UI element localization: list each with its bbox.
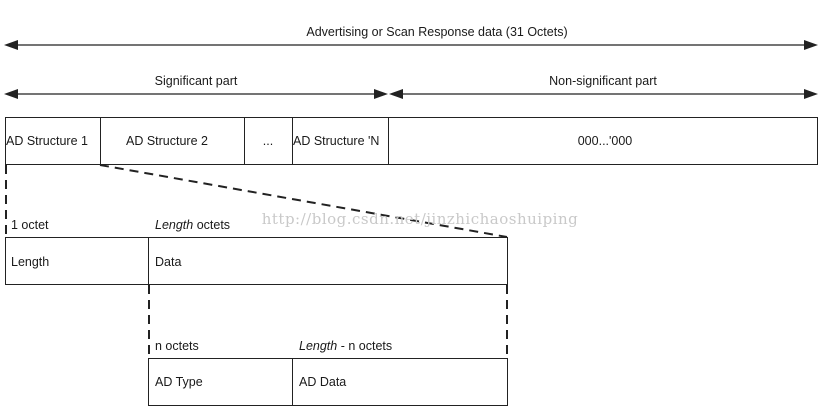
zoom-lines-data [148,285,508,358]
ad-data-label: AD Data [299,375,346,389]
type-octets-label: n octets [155,339,199,353]
ad-data-cell [292,358,508,406]
ad-data-row: AD Type AD Data [148,358,508,406]
ad-structure-1-label: AD Structure 1 [6,134,88,148]
ad-structure-row: Length Data [5,237,508,285]
total-length-label: Advertising or Scan Response data (31 Oc… [306,25,567,39]
arrow-left-icon [4,40,18,50]
arrow-right-icon [374,89,388,99]
ellipsis-label: ... [263,134,273,148]
ad-structure-2-label: AD Structure 2 [126,134,208,148]
length-octets-label: 1 octet [11,218,49,232]
arrow-left-icon [389,89,403,99]
total-length-arrow [4,40,818,50]
data-field-cell [148,237,508,285]
length-field-label: Length [11,255,49,269]
arrow-right-icon [804,40,818,50]
non-significant-part-arrow [389,89,818,99]
watermark-text: http://blog.csdn.net/jinzhichaoshuiping [262,210,579,228]
non-significant-part-label: Non-significant part [549,74,657,88]
arrow-left-icon [4,89,18,99]
padding-zeros-label: 000...'000 [578,134,633,148]
structures-row: AD Structure 1 AD Structure 2 ... AD Str… [5,117,818,165]
ad-type-label: AD Type [155,375,203,389]
ad-structure-n-label: AD Structure 'N [293,134,379,148]
non-significant-cell [388,117,818,165]
ad-data-octets-label: Length - n octets [299,339,392,353]
data-octets-label: Length octets [155,218,230,232]
arrow-right-icon [804,89,818,99]
significant-part-arrow [4,89,388,99]
zoom-lines-structure [5,164,508,238]
data-field-label: Data [155,255,181,269]
significant-part-label: Significant part [155,74,238,88]
